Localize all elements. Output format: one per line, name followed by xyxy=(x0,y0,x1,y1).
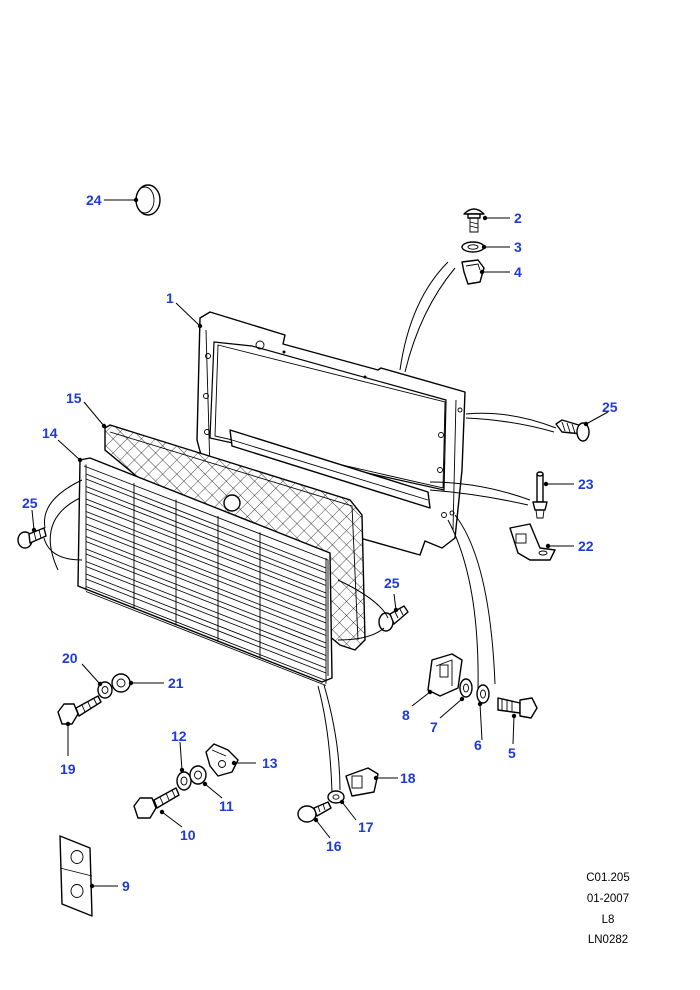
louvre-slat-shadow xyxy=(85,491,327,586)
louvre-slat-shadow xyxy=(85,541,327,636)
louvre-slat-shadow xyxy=(85,591,327,686)
louvre-slat xyxy=(85,548,327,644)
part-12-washer xyxy=(176,771,192,791)
callout-12: 12 xyxy=(171,728,187,744)
callout-7: 7 xyxy=(430,719,438,735)
callout-25-middle: 25 xyxy=(384,575,400,591)
part-23-rivet xyxy=(532,471,548,519)
callout-20: 20 xyxy=(62,650,78,666)
part-19-bolt xyxy=(57,695,102,725)
callout-1: 1 xyxy=(166,290,174,306)
illustration-id: LN0282 xyxy=(587,934,629,946)
part-22-bracket xyxy=(509,523,556,561)
callout-9: 9 xyxy=(122,878,130,894)
louvre-slat xyxy=(85,573,327,669)
part-10-bolt xyxy=(133,787,180,819)
callout-10: 10 xyxy=(180,827,196,843)
callout-11: 11 xyxy=(219,798,234,814)
louvre-slat-shadow xyxy=(85,578,327,674)
louvre-slat xyxy=(85,586,327,681)
louvre-slat-shadow xyxy=(85,503,327,599)
part-2-screw xyxy=(463,208,485,233)
assembly-lines xyxy=(43,261,557,793)
callout-15: 15 xyxy=(66,390,82,406)
callout-18: 18 xyxy=(400,770,416,786)
callout-14: 14 xyxy=(42,425,58,441)
louvre-slat-shadow xyxy=(85,553,327,649)
callout-13: 13 xyxy=(262,755,278,771)
part-25-fastener-middle xyxy=(378,605,409,632)
callout-leaders xyxy=(31,197,609,889)
part-5-bolt xyxy=(497,697,538,719)
callout-25-top-right: 25 xyxy=(602,399,618,415)
part-18-clip-nut xyxy=(345,767,379,797)
louvre-slat-shadow xyxy=(85,516,327,611)
callout-24: 24 xyxy=(86,192,102,208)
part-25-fastener-top-right xyxy=(555,419,590,442)
callout-21: 21 xyxy=(168,675,184,691)
callout-8: 8 xyxy=(402,707,410,723)
louvre-slat xyxy=(85,536,327,631)
louvre-slat xyxy=(85,486,327,581)
callout-16: 16 xyxy=(326,838,342,854)
part-9-plate xyxy=(59,835,93,917)
louvre-slat xyxy=(85,498,327,594)
reference-code: C01.205 xyxy=(586,872,630,884)
callout-19: 19 xyxy=(60,761,76,777)
callout-23: 23 xyxy=(578,476,594,492)
part-21-washer xyxy=(111,673,131,693)
louvre-slat xyxy=(85,561,327,656)
part-7-washer xyxy=(459,678,473,698)
part-25-fastener-left xyxy=(17,527,47,549)
part-13-clip xyxy=(205,743,239,777)
callout-25-left: 25 xyxy=(22,495,38,511)
part-8-clip xyxy=(427,653,463,697)
part-17-washer xyxy=(327,790,345,804)
part-20-washer xyxy=(97,681,113,699)
callout-5: 5 xyxy=(508,745,516,761)
callout-3: 3 xyxy=(514,239,522,255)
part-14-louvre-grille xyxy=(77,457,333,686)
louvre-slat-shadow xyxy=(85,478,327,574)
louvre-slat-shadow xyxy=(85,566,327,661)
callout-17: 17 xyxy=(358,819,374,835)
callout-22: 22 xyxy=(578,538,594,554)
callout-2: 2 xyxy=(514,210,522,226)
reference-date: 01-2007 xyxy=(586,893,630,905)
part-3-washer xyxy=(461,241,485,253)
reference-level: L8 xyxy=(601,914,615,926)
callout-labels: 24 1 2 3 4 15 14 25 23 22 25 25 20 21 19… xyxy=(22,192,618,894)
part-6-washer xyxy=(476,684,490,704)
part-4-clip-nut xyxy=(461,259,485,285)
callout-4: 4 xyxy=(514,264,522,280)
louvre-slat xyxy=(85,523,327,619)
louvre-slat xyxy=(85,511,327,606)
part-16-screw xyxy=(297,801,332,823)
louvre-slat-shadow xyxy=(85,528,327,624)
callout-6: 6 xyxy=(474,737,482,753)
part-11-washer xyxy=(189,765,207,785)
part-24-cap xyxy=(135,184,161,216)
louvre-slat xyxy=(85,473,327,569)
